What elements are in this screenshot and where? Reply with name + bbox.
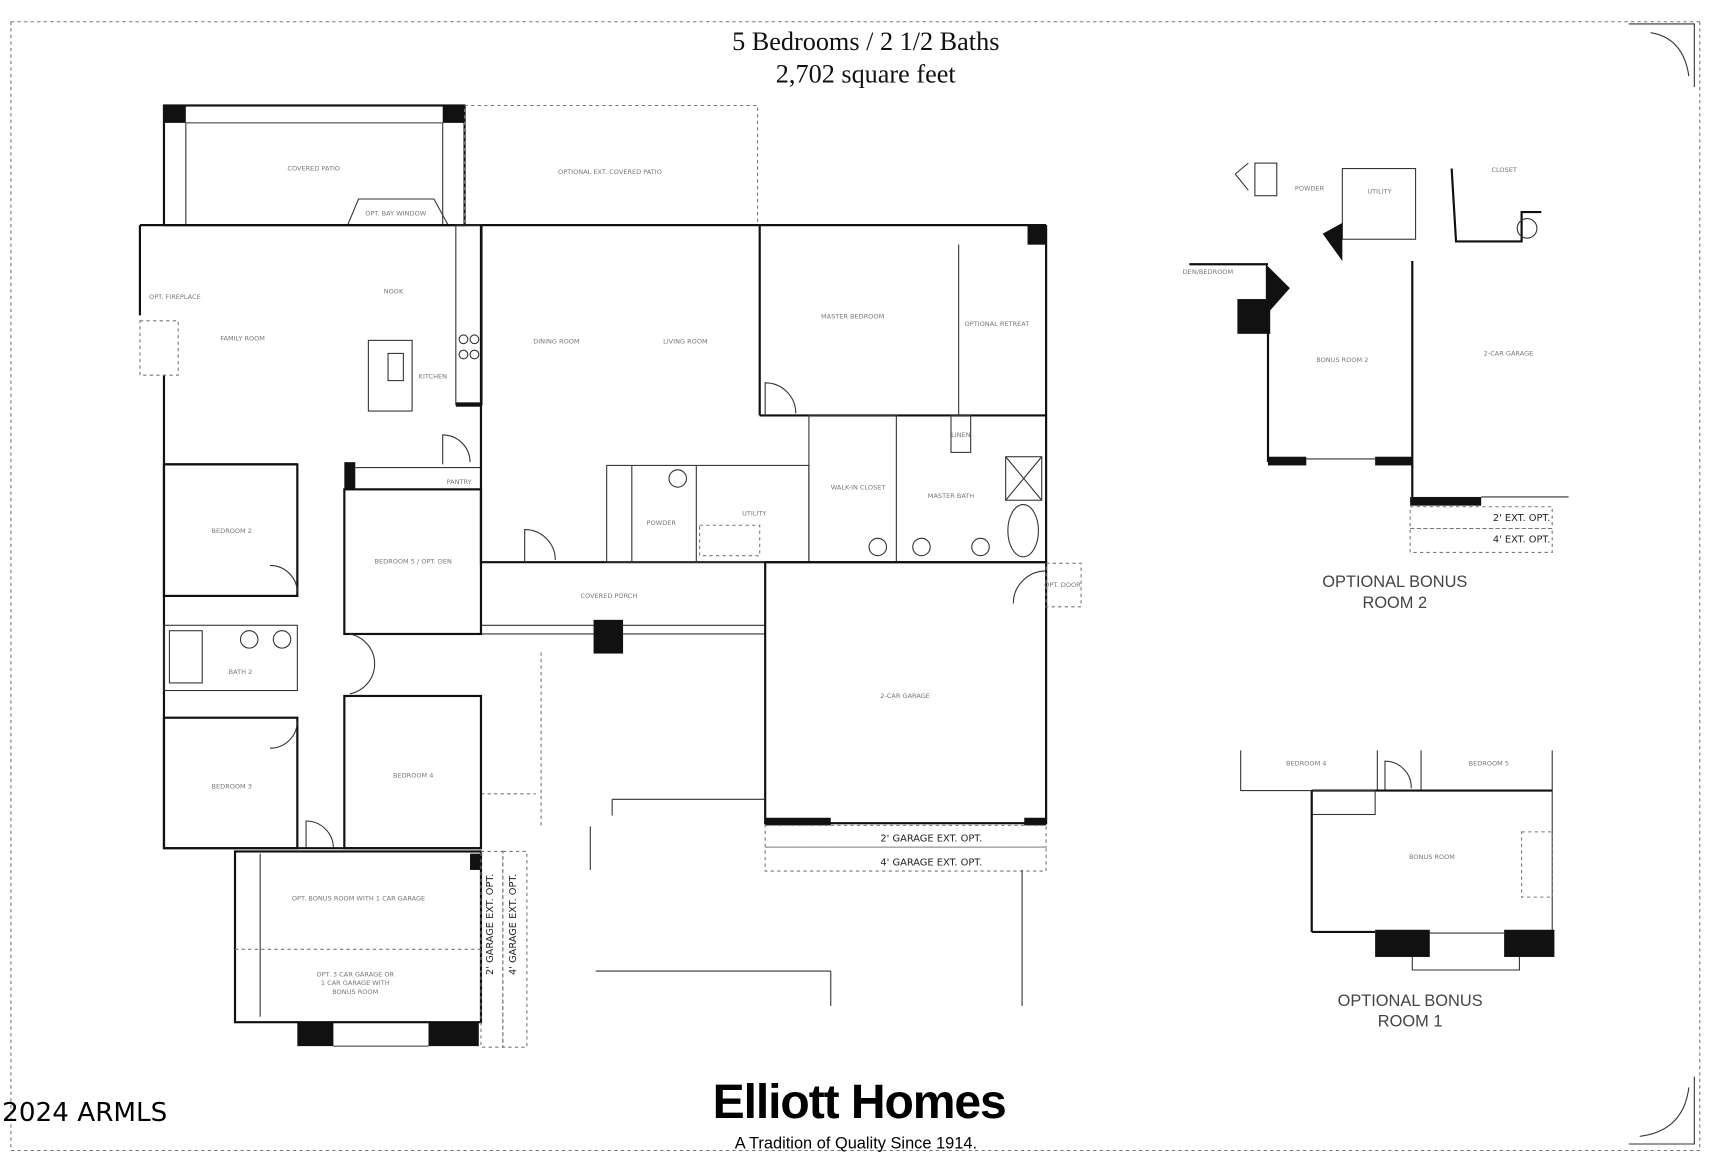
label-utility: UTILITY — [742, 509, 766, 517]
bonus2-label-garage: 2-CAR GARAGE — [1484, 350, 1534, 358]
label-garage: 2-CAR GARAGE — [880, 692, 930, 700]
bonus1-caption-line2: ROOM 1 — [1378, 1013, 1443, 1031]
label-opt-3car-b: 1 CAR GARAGE WITH — [321, 979, 390, 987]
label-living-room: LIVING ROOM — [663, 338, 708, 346]
label-walkin-closet: WALK-IN CLOSET — [831, 483, 887, 491]
label-family-room: FAMILY ROOM — [220, 334, 265, 342]
label-opt-3car-c: BONUS ROOM — [332, 988, 378, 996]
label-master-bath: MASTER BATH — [928, 492, 975, 500]
label-garage-ext-vert-2: 2' GARAGE EXT. OPT. — [485, 874, 496, 975]
plan-title-bedrooms-baths: 5 Bedrooms / 2 1/2 Baths — [732, 27, 999, 56]
plan-title-square-feet: 2,702 square feet — [776, 60, 957, 89]
bonus2-label-bonus-room: BONUS ROOM 2 — [1316, 356, 1368, 364]
bonus2-label-utility: UTILITY — [1367, 188, 1391, 196]
label-bedroom-3: BEDROOM 3 — [212, 782, 252, 790]
label-opt-door: OPT. DOOR — [1044, 581, 1081, 589]
bonus2-caption-line2: ROOM 2 — [1362, 594, 1427, 612]
label-covered-patio: COVERED PATIO — [287, 165, 340, 173]
label-bay-window: OPT. BAY WINDOW — [365, 209, 427, 217]
bonus1-caption-line1: OPTIONAL BONUS — [1338, 992, 1483, 1010]
label-garage-ext-2: 2' GARAGE EXT. OPT. — [880, 834, 982, 845]
label-bedroom-4: BEDROOM 4 — [393, 772, 433, 780]
elliott-homes-tagline: A Tradition of Quality Since 1914. — [735, 1134, 977, 1152]
label-garage-ext-4: 4' GARAGE EXT. OPT. — [880, 858, 982, 869]
optional-bonus-room-1-plan: BEDROOM 4 BEDROOM 5 BONUS ROOM OPTIONAL … — [1240, 750, 1555, 1031]
label-master-bedroom: MASTER BEDROOM — [821, 313, 884, 321]
label-optional-ext-patio: OPTIONAL EXT. COVERED PATIO — [558, 168, 662, 176]
main-floor-plan: COVERED PATIO OPTIONAL EXT. COVERED PATI… — [138, 104, 1082, 1048]
label-fireplace: OPT. FIREPLACE — [149, 293, 201, 301]
bonus2-label-ext-2: 2' EXT. OPT. — [1493, 513, 1551, 524]
label-bedroom-5-den: BEDROOM 5 / OPT. DEN — [375, 557, 452, 565]
sheet-border — [10, 21, 1701, 1152]
optional-bonus-room-2-plan: POWDER UTILITY CLOSET DEN/BEDROOM BONUS … — [1183, 162, 1569, 612]
label-powder: POWDER — [647, 519, 677, 527]
label-opt-bonus-1car: OPT. BONUS ROOM WITH 1 CAR GARAGE — [292, 894, 425, 902]
armls-watermark: 2024 ARMLS — [2, 1098, 167, 1128]
label-garage-ext-vert-4: 4' GARAGE EXT. OPT. — [508, 874, 519, 975]
bonus2-label-ext-4: 4' EXT. OPT. — [1493, 535, 1551, 546]
bonus2-label-bedroom: DEN/BEDROOM — [1183, 268, 1233, 276]
elliott-homes-logo: Elliott Homes — [713, 1076, 1006, 1129]
label-bath-2: BATH 2 — [229, 668, 253, 676]
bonus1-label-bedroom-a: BEDROOM 4 — [1286, 760, 1326, 768]
label-master-retreat: OPTIONAL RETREAT — [965, 320, 1031, 328]
label-linen: LINEN — [951, 431, 971, 439]
label-bedroom-2: BEDROOM 2 — [212, 527, 252, 535]
label-nook: NOOK — [384, 288, 404, 296]
label-opt-3car-a: OPT. 3 CAR GARAGE OR — [316, 971, 394, 979]
bonus2-label-closet: CLOSET — [1491, 166, 1517, 174]
bonus2-caption-line1: OPTIONAL BONUS — [1322, 573, 1467, 591]
bonus2-label-powder: POWDER — [1295, 184, 1325, 192]
label-dining-room: DINING ROOM — [533, 338, 579, 346]
bonus1-label-bonus-room: BONUS ROOM — [1409, 853, 1455, 861]
label-pantry: PANTRY — [447, 478, 472, 486]
label-covered-porch: COVERED PORCH — [580, 592, 637, 600]
label-kitchen: KITCHEN — [419, 372, 447, 380]
bonus1-label-bedroom-b: BEDROOM 5 — [1469, 760, 1509, 768]
